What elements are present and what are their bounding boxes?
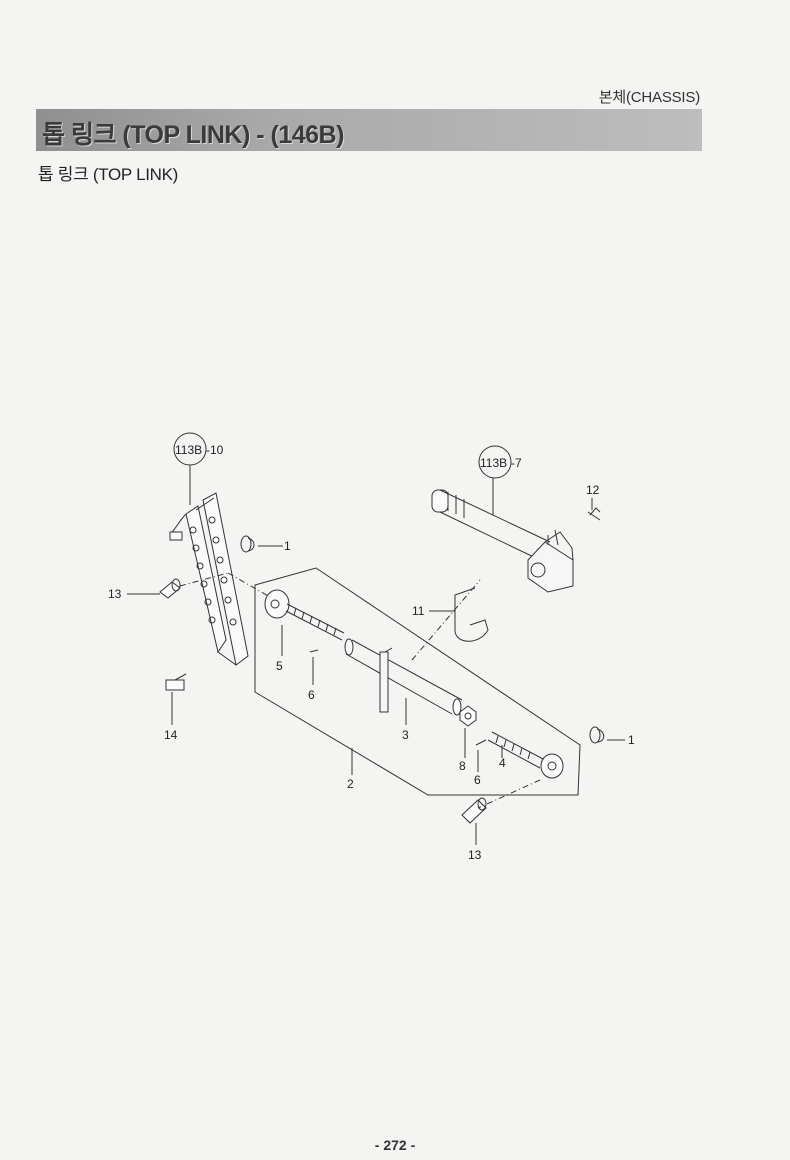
callout-5: 5 — [276, 659, 283, 673]
upper-bracket — [431, 489, 574, 593]
callout-leaders — [127, 462, 625, 845]
callout-2: 2 — [347, 777, 354, 791]
callout-1-upper: 1 — [284, 539, 291, 553]
callout-6-left: 6 — [308, 688, 315, 702]
callout-13-lower: 13 — [468, 848, 482, 862]
snap-pin-right — [589, 726, 605, 744]
callout-14: 14 — [164, 728, 178, 742]
title-bar: 톱 링크 (TOP LINK) - (146B) — [36, 109, 702, 151]
rod-end-left — [264, 589, 345, 641]
snap-pin-upper — [240, 535, 255, 553]
callout-12: 12 — [586, 483, 600, 497]
pin-left — [159, 578, 181, 599]
alignment-lines — [179, 572, 541, 809]
rod-end-right — [487, 731, 564, 779]
cotter-pin-left — [309, 649, 319, 653]
ref-113b-10-circle-label: 113B — [175, 443, 202, 457]
nut-part — [459, 705, 477, 727]
assembly-outline — [254, 567, 581, 796]
callout-3: 3 — [402, 728, 409, 742]
callout-8: 8 — [459, 759, 466, 773]
ref-circle-113b-10 — [173, 432, 207, 466]
ref-113b-7-suffix: -7 — [511, 456, 522, 470]
page-subtitle: 톱 링크 (TOP LINK) — [38, 165, 179, 184]
page-title: 톱 링크 (TOP LINK) - (146B) — [42, 121, 344, 149]
sleeve-part — [344, 638, 463, 716]
callout-6-right: 6 — [474, 773, 481, 787]
cotter-pin-right — [475, 739, 487, 746]
ref-113b-10-suffix: -10 — [206, 443, 224, 457]
bolt-part — [165, 673, 187, 691]
callout-1-right: 1 — [628, 733, 635, 747]
section-label: 본체(CHASSIS) — [598, 89, 700, 106]
ref-113b-7-circle-label: 113B — [480, 456, 507, 470]
bracket-plates — [169, 492, 249, 666]
clip-part — [587, 507, 601, 521]
callout-13-left: 13 — [108, 587, 122, 601]
ref-circle-113b-7 — [478, 445, 512, 479]
page-number: - 272 - — [374, 1137, 416, 1153]
hook-part — [454, 587, 489, 642]
pin-lower — [461, 797, 487, 824]
callout-4: 4 — [499, 756, 506, 770]
callout-11: 11 — [412, 604, 425, 618]
